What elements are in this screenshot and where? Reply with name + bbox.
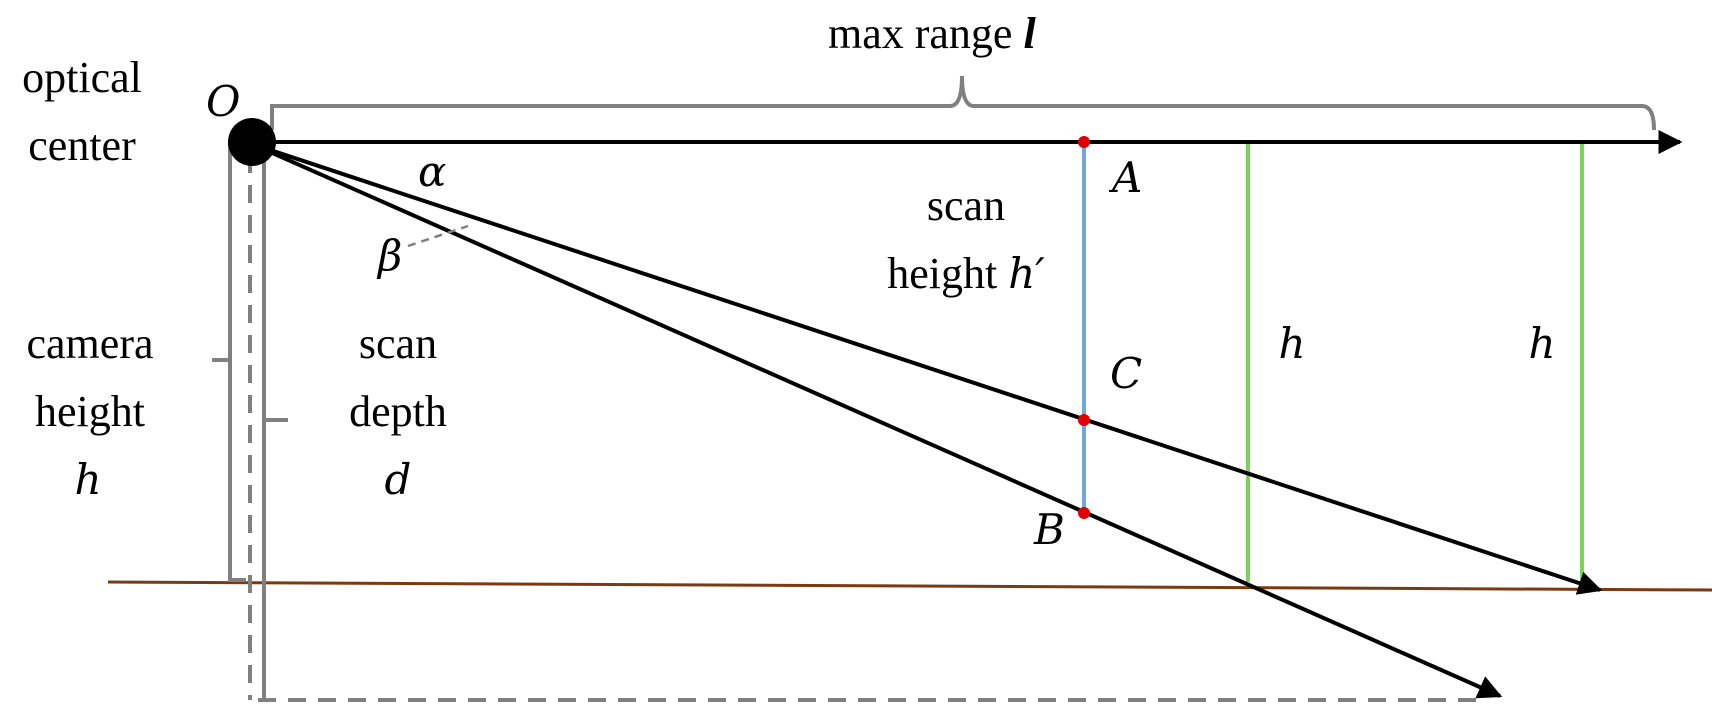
- origin-label: O: [206, 77, 240, 126]
- beta-pointer-line: [407, 224, 469, 248]
- camera-height-label-line2: height: [35, 387, 145, 436]
- scan-depth-var-label: d: [385, 455, 412, 504]
- camera-height-var-label: h: [74, 455, 101, 504]
- beta-label: β: [376, 231, 402, 280]
- scan-depth-bracket: [262, 142, 288, 702]
- max-range-bracket: [270, 75, 1656, 131]
- point-c-label: C: [1110, 349, 1142, 398]
- max-range-label: max range l: [828, 9, 1036, 58]
- ground-line: [107, 580, 1712, 592]
- scan-height-label-line1: scan: [927, 181, 1005, 230]
- green-h-label-1: h: [1278, 319, 1305, 368]
- camera-height-bracket: [212, 142, 246, 582]
- optical-center-label-line2: center: [28, 121, 136, 170]
- point-a-label: A: [1108, 153, 1142, 202]
- point-a-dot: [1078, 136, 1090, 148]
- ray-to-max-range: [251, 142, 1603, 595]
- ray-to-scan-depth: [251, 142, 1503, 699]
- point-b-dot: [1078, 507, 1090, 519]
- scan-height-label-line2: height h′: [887, 249, 1045, 298]
- optical-center-label-line1: optical: [22, 53, 142, 102]
- optical-center-dot: [228, 118, 276, 166]
- camera-height-label-line1: camera: [27, 319, 154, 368]
- green-h-label-2: h: [1528, 319, 1555, 368]
- point-b-label: B: [1033, 505, 1065, 554]
- point-c-dot: [1078, 414, 1090, 426]
- alpha-label: α: [418, 147, 446, 196]
- scan-depth-label-line2: depth: [349, 387, 447, 436]
- scan-depth-label-line1: scan: [359, 319, 437, 368]
